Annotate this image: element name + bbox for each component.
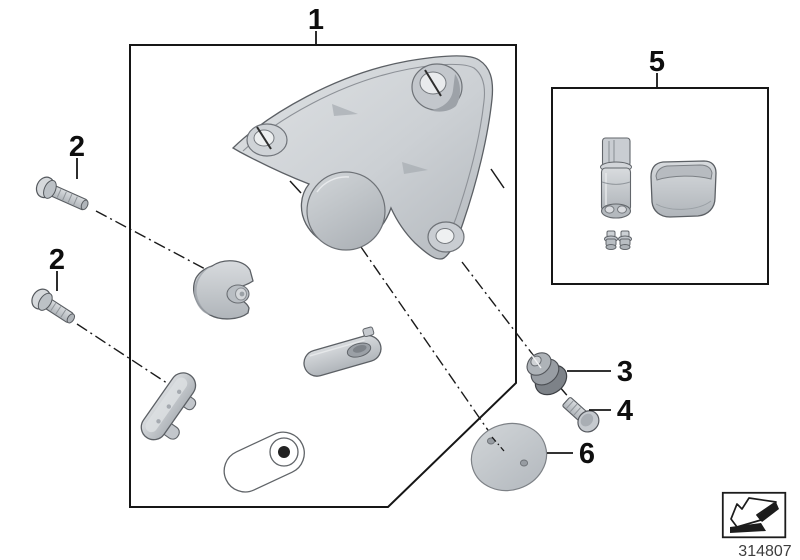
callout-5: 5 <box>649 46 665 88</box>
callout-3: 3 <box>567 356 633 388</box>
callout-2-lower-label[interactable]: 2 <box>49 244 65 276</box>
callout-4-label[interactable]: 4 <box>617 395 633 427</box>
bracket-panel-part <box>231 55 494 260</box>
oval-bracket-part <box>140 372 197 441</box>
grommet-part <box>526 352 568 396</box>
kit-pin-right-part <box>618 230 632 250</box>
slotted-cover-part <box>303 326 382 377</box>
callout-6-label[interactable]: 6 <box>579 438 595 470</box>
part-number: 314807 <box>738 543 791 560</box>
gasket-outline-part <box>223 431 305 493</box>
clamp-part <box>193 260 254 320</box>
callout-4: 4 <box>589 395 633 427</box>
leader-lines <box>76 168 572 450</box>
callout-2-upper: 2 <box>69 131 85 179</box>
screw-upper-part <box>35 176 89 211</box>
kit-cap-part <box>650 160 717 218</box>
kit-connector-part <box>600 137 632 219</box>
bolt-part <box>562 397 600 433</box>
screw-lower-part <box>31 288 76 324</box>
pad-disc-part <box>470 422 548 492</box>
callout-5-label[interactable]: 5 <box>649 46 665 78</box>
screw-hole-bottom <box>435 228 455 244</box>
callout-6: 6 <box>547 438 595 470</box>
callout-1-label[interactable]: 1 <box>308 4 324 36</box>
callout-2-upper-label[interactable]: 2 <box>69 131 85 163</box>
panel-bulge <box>306 171 386 251</box>
main-assembly-box <box>129 44 517 508</box>
kit-box <box>551 87 769 285</box>
direction-arrow-icon <box>721 491 787 539</box>
callout-2-lower: 2 <box>49 244 65 291</box>
callout-3-label[interactable]: 3 <box>617 356 633 388</box>
kit-pin-left-part <box>604 230 618 250</box>
callout-1: 1 <box>308 4 324 45</box>
